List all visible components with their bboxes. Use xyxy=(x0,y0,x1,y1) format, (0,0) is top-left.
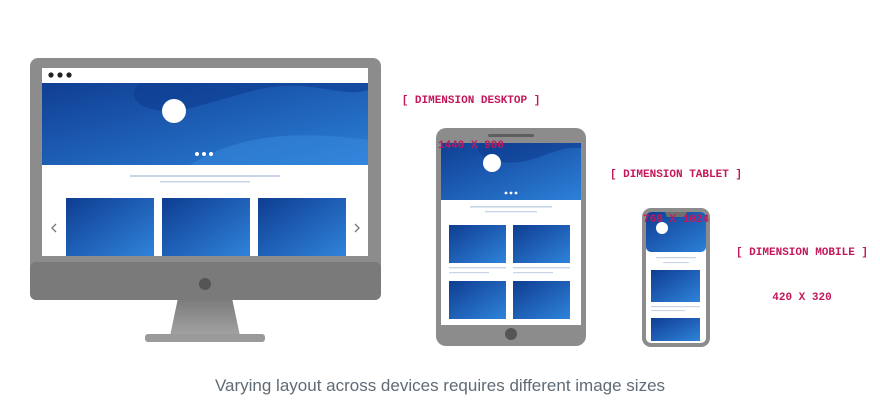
desktop-hero-wave xyxy=(42,83,368,111)
mobile-tile xyxy=(651,318,700,341)
tablet-text-line xyxy=(513,267,570,269)
tablet-text-line xyxy=(449,272,489,274)
desktop-monitor xyxy=(30,58,381,342)
tablet-dimension-name: [ DIMENSION TABLET ] xyxy=(609,169,743,181)
tablet-tile xyxy=(513,281,570,319)
desktop-tile xyxy=(258,198,346,256)
mobile-dimension-name: [ DIMENSION MOBILE ] xyxy=(735,247,869,259)
tablet-text-line xyxy=(513,272,553,274)
desktop-dimension-label: [ DIMENSION DESKTOP ] 1440 X 900 xyxy=(388,64,554,169)
tablet-hero-dots xyxy=(504,191,518,195)
mobile-tile xyxy=(651,270,700,302)
tablet-speaker xyxy=(488,134,534,137)
desktop-dimension-size: 1440 X 900 xyxy=(437,140,504,152)
tablet-text-line xyxy=(449,267,506,269)
desktop-dimension-name: [ DIMENSION DESKTOP ] xyxy=(401,95,541,107)
mobile-text-line xyxy=(656,257,696,259)
desktop-text-line xyxy=(130,175,280,177)
tablet-tile xyxy=(449,225,506,263)
tablet-dimension-size: 768 X 1024 xyxy=(642,214,709,226)
mobile-device xyxy=(642,208,710,347)
mobile-hero-sun xyxy=(656,222,668,234)
monitor-logo-dot xyxy=(199,278,211,290)
monitor-stand xyxy=(170,298,240,336)
figure-caption: Varying layout across devices requires d… xyxy=(214,376,666,395)
desktop-tile xyxy=(66,198,154,256)
desktop-hero-wave-light xyxy=(190,135,368,165)
tablet-text-line xyxy=(470,206,552,208)
camera-notch-icon xyxy=(665,212,687,217)
mobile-text-line xyxy=(651,306,700,308)
desktop-hero-sun xyxy=(162,99,186,123)
desktop-tile xyxy=(162,198,250,256)
tablet-tile xyxy=(449,281,506,319)
tablet-device xyxy=(436,128,586,346)
tablet-hero-sun xyxy=(483,154,501,172)
tablet-text-line xyxy=(485,211,537,213)
carousel-next-icon xyxy=(354,223,360,233)
tablet-hero-wave xyxy=(441,143,581,163)
mobile-text-line xyxy=(663,262,689,264)
mobile-hero xyxy=(646,212,706,252)
tablet-dimension-label: [ DIMENSION TABLET ] 768 X 1024 xyxy=(596,138,756,243)
mobile-dimension-size: 420 X 320 xyxy=(772,292,832,304)
desktop-text-line xyxy=(160,181,250,183)
window-dots-icon xyxy=(48,72,72,78)
desktop-hero-dots xyxy=(195,152,213,156)
mobile-text-line xyxy=(651,310,685,312)
tablet-tile xyxy=(513,225,570,263)
mobile-dimension-label: [ DIMENSION MOBILE ] 420 X 320 xyxy=(724,216,880,321)
monitor-base xyxy=(145,334,265,342)
home-button-icon xyxy=(505,328,517,340)
carousel-prev-icon xyxy=(51,223,57,233)
desktop-browser-bar xyxy=(42,68,368,82)
